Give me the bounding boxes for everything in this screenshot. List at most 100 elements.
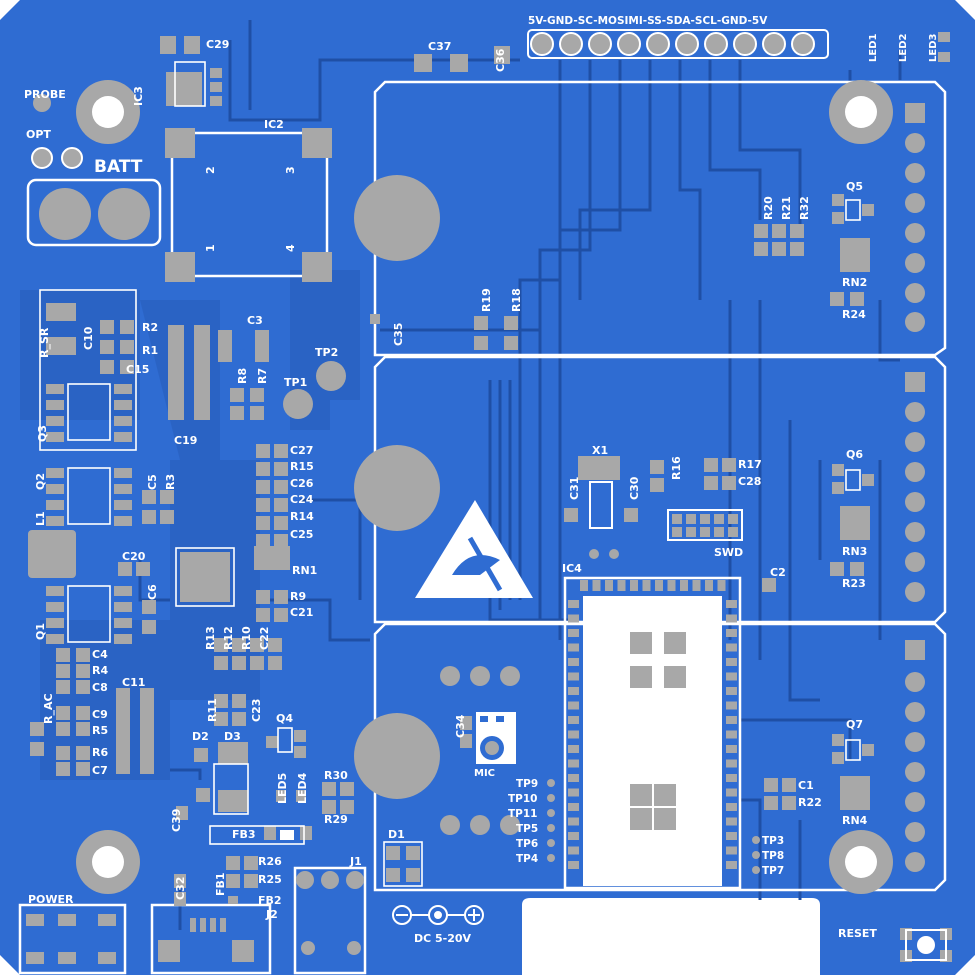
ref-C39: C39 — [170, 809, 183, 832]
ref-C8: C8 — [92, 681, 108, 694]
ref-LED4: LED4 — [296, 772, 309, 804]
mounting-hole-top-left — [76, 80, 140, 144]
ic4-pad — [667, 580, 676, 591]
ref-RN3: RN3 — [842, 545, 867, 558]
ref-R24: R24 — [842, 308, 866, 321]
mounting-holes — [76, 80, 893, 894]
ref-R30: R30 — [324, 769, 348, 782]
ref-FB1: FB1 — [214, 872, 227, 896]
ic4-pad — [568, 846, 579, 855]
ref-C35: C35 — [392, 323, 405, 346]
ic4-pad — [726, 643, 737, 652]
pad-num-2: 2 — [204, 166, 217, 174]
ref-LED5: LED5 — [276, 773, 289, 804]
ref-C2: C2 — [770, 566, 786, 579]
ref-R25: R25 — [258, 873, 282, 886]
ref-C15: C15 — [126, 363, 149, 376]
pad-num-1: 1 — [204, 244, 217, 252]
silkscreen: 5V-GND-SC-MOSIMI-SS-SDA-SCL-GND-5V PROBE… — [24, 15, 939, 945]
ref-C32: C32 — [174, 877, 187, 900]
reset-button[interactable] — [905, 929, 947, 961]
ic2-pads — [165, 128, 332, 282]
ref-L1: L1 — [34, 511, 47, 526]
ic4-pad — [726, 832, 737, 840]
ref-R18: R18 — [510, 288, 523, 312]
ic4-pad — [692, 580, 701, 591]
ref-D1: D1 — [388, 828, 405, 841]
ref-Q3: Q3 — [36, 425, 49, 442]
ref-FB2: FB2 — [258, 894, 282, 907]
large-pads — [33, 94, 440, 799]
ic4-pad — [726, 701, 737, 710]
ref-TP9: TP9 — [516, 778, 538, 790]
ic4-pad — [705, 580, 713, 591]
ref-C6: C6 — [146, 584, 159, 600]
ref-R_SR: R_SR — [38, 327, 51, 358]
ic4-pad — [726, 846, 737, 855]
ic4-pad — [568, 643, 579, 652]
ref-TP7: TP7 — [762, 865, 784, 877]
ic4-pad — [568, 658, 579, 666]
ref-C30: C30 — [628, 476, 641, 500]
ref-R3: R3 — [164, 474, 177, 490]
ic4-pad — [726, 774, 737, 782]
ref-J1: J1 — [349, 855, 362, 868]
ic4-pad — [726, 687, 737, 695]
ic4-pad — [726, 817, 737, 826]
ref-C7: C7 — [92, 764, 108, 777]
ic4-pad — [655, 580, 663, 591]
ic4-pad — [568, 614, 579, 623]
ref-FB3: FB3 — [232, 828, 256, 841]
ref-D2: D2 — [192, 730, 209, 743]
ref-R15: R15 — [290, 460, 314, 473]
mic-label: MIC — [474, 768, 495, 779]
ref-IC4: IC4 — [562, 562, 582, 575]
fb3-body — [280, 830, 294, 840]
ic4-pad — [568, 629, 579, 637]
mounting-hole-top-right — [829, 80, 893, 144]
ic4-pad — [568, 774, 579, 782]
ref-Q5: Q5 — [846, 180, 863, 193]
ic4-pad — [568, 701, 579, 710]
ref-R8: R8 — [236, 368, 249, 384]
ref-R_AC: R_AC — [42, 693, 55, 724]
ref-C10: C10 — [82, 326, 95, 350]
ref-C37: C37 — [428, 40, 451, 53]
ref-TP3: TP3 — [762, 835, 784, 847]
ref-C21: C21 — [290, 606, 313, 619]
ref-C5: C5 — [146, 474, 159, 490]
ic4-pad — [617, 580, 626, 591]
ref-C20: C20 — [122, 550, 146, 563]
ref-C34: C34 — [454, 714, 467, 738]
ref-IC2: IC2 — [264, 118, 284, 131]
ref-C23: C23 — [250, 699, 263, 722]
pad-num-4: 4 — [284, 244, 297, 252]
ref-D3: D3 — [224, 730, 241, 743]
ic4-pad — [568, 687, 579, 695]
ref-Q2: Q2 — [34, 473, 47, 490]
ic4-pad — [726, 600, 737, 608]
ic4-pad — [642, 580, 651, 591]
pad-num-3: 3 — [284, 166, 297, 174]
ref-LED1: LED1 — [868, 33, 879, 62]
ic4-pad — [726, 658, 737, 666]
ref-Q7: Q7 — [846, 718, 863, 731]
ic4-pad — [568, 861, 579, 869]
ic4-pad — [726, 803, 737, 811]
ref-R9: R9 — [290, 590, 306, 603]
power-label: POWER — [28, 893, 74, 906]
ref-TP5: TP5 — [516, 823, 538, 835]
ref-TP6: TP6 — [516, 838, 538, 850]
ref-RN2: RN2 — [842, 276, 867, 289]
ic4-pad — [726, 629, 737, 637]
ic4-pad — [568, 745, 579, 753]
ref-C9: C9 — [92, 708, 108, 721]
ic4-pad — [580, 580, 588, 591]
ic4-pad — [726, 745, 737, 753]
ref-R7: R7 — [256, 368, 269, 384]
ref-R23: R23 — [842, 577, 866, 590]
ic4-pad — [630, 580, 638, 591]
ref-LED3: LED3 — [928, 33, 939, 62]
ic4-pad — [568, 832, 579, 840]
ic4-pad — [726, 614, 737, 623]
